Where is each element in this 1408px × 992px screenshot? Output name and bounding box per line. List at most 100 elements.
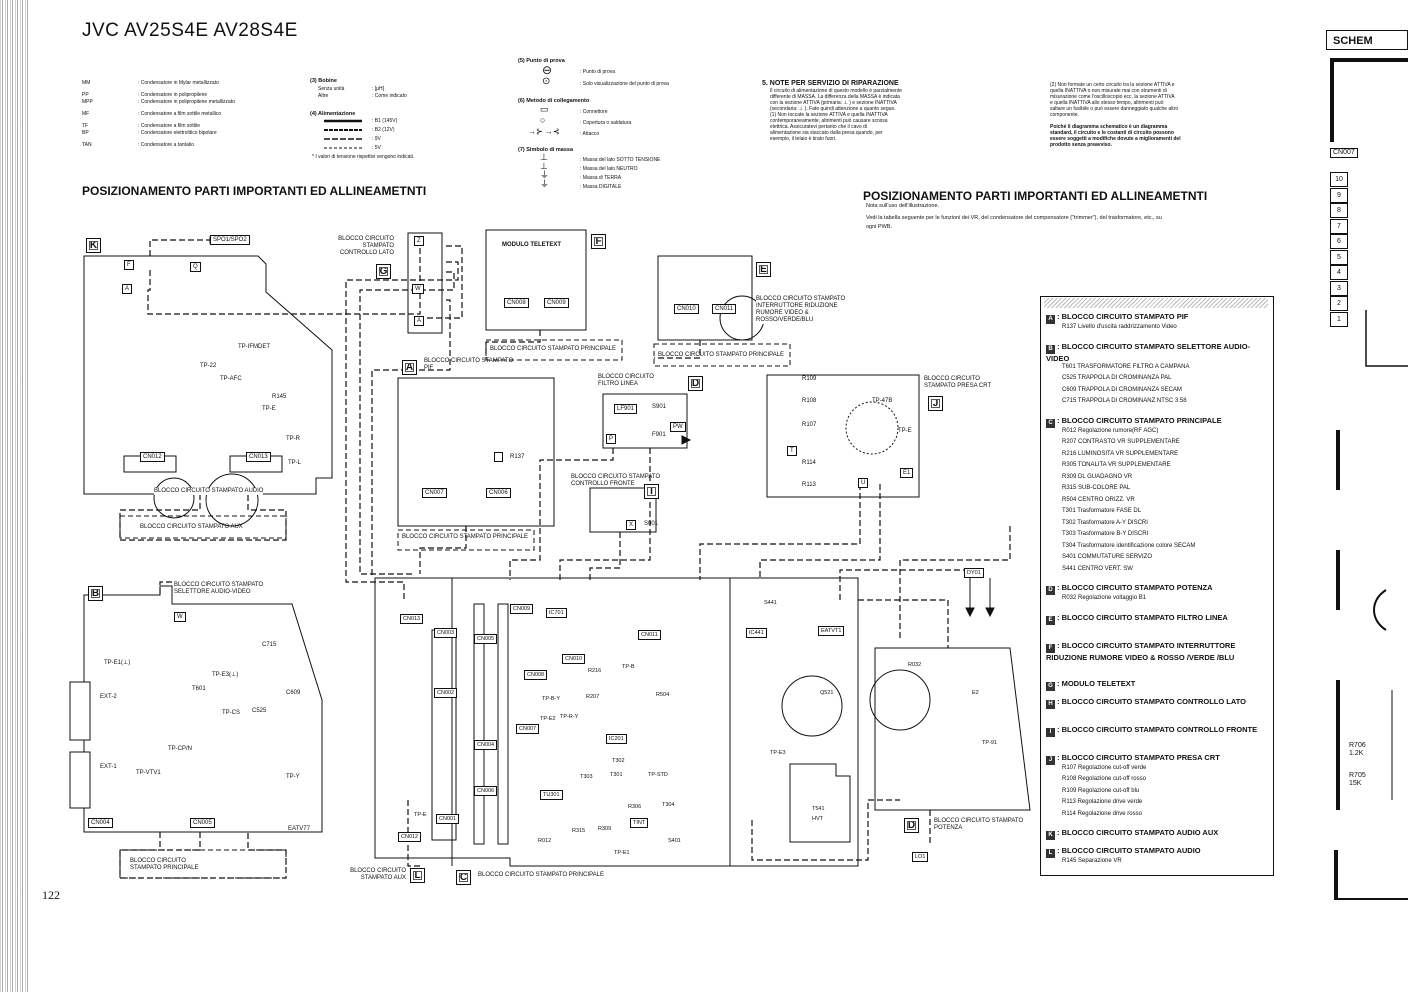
list-section-g: G: MODULO TELETEXT (1046, 679, 1266, 691)
board-a-icon: A (402, 360, 417, 375)
legend-desc: : Condensatore a tantalio (138, 142, 194, 148)
right-panel-lower (1334, 430, 1408, 900)
r705-value: 15K (1349, 780, 1362, 787)
main-part-lo1: LO1 (912, 852, 929, 862)
list-section-title: : BLOCCO CIRCUITO STAMPATO CONTROLLO FRO… (1057, 724, 1258, 734)
b-cn005: CN005 (190, 818, 215, 828)
cn007-pin-8: 8 (1330, 203, 1348, 218)
crt-r114: R114 (802, 460, 816, 466)
intro-l3: ogni PWB. (866, 224, 892, 230)
note2-line: (2) Non formate un certo circuito tra la… (1050, 82, 1175, 88)
note2-line: essere soggetti a modifiche dovute a mig… (1050, 136, 1181, 142)
b-tpe1: TP-E1(⊥) (104, 660, 131, 666)
b-tpe3: TP-E3(⊥) (212, 672, 239, 678)
legend-desc: : Condensatore a film sottile metallico (138, 111, 222, 117)
cn007-pin-10: 10 (1330, 172, 1348, 187)
list-section-h: H: BLOCCO CIRCUITO STAMPATO CONTROLLO LA… (1046, 697, 1266, 709)
fronte-label: BLOCCO CIRCUITO STAMPATO CONTROLLO FRONT… (571, 474, 661, 487)
list-section-e: E: BLOCCO CIRCUITO STAMPATO FILTRO LINEA (1046, 613, 1266, 625)
main-part-r306: R306 (628, 804, 642, 810)
r706-value: 1.2K (1349, 750, 1364, 757)
a-r137-box (494, 452, 504, 462)
punto-prova-b: : Solo visualizzazione del punto di prov… (580, 81, 669, 87)
board-i-icon: I (644, 484, 659, 499)
note-line: alimentazione sia staccato dalla presa q… (770, 130, 883, 136)
legend-code: MF (82, 111, 90, 117)
list-item: R109 Regolazione cut-off blu (1062, 787, 1140, 794)
k-tp-4: TP-E (262, 406, 276, 412)
punto-prova-title: (5) Punto di prova (518, 58, 565, 64)
tp-view-icon: ⊙ (542, 76, 551, 87)
crt-r109: R109 (802, 376, 817, 382)
list-item: R012 Regolazione rumore(RF AGC) (1062, 427, 1159, 434)
legend-code: MPP (82, 99, 93, 105)
adjustment-list (1040, 296, 1274, 876)
list-item: R114 Regolazione drive rosso (1062, 810, 1142, 817)
list-section-c: C: BLOCCO CIRCUITO STAMPATO PRINCIPALE (1046, 416, 1266, 428)
crt-tp47b: TP-47B (872, 398, 893, 404)
board-d2-icon: D (904, 818, 919, 833)
crt-tpe: TP-E (898, 428, 912, 434)
list-section-icon: L (1046, 849, 1055, 858)
a-label: BLOCCO CIRCUITO STAMPATO PIF (424, 358, 514, 371)
e-label: BLOCCO CIRCUITO STAMPATO INTERRUTTORE RI… (756, 296, 856, 324)
crt-pin-u: U (858, 478, 869, 488)
legend-code: BP (82, 130, 89, 136)
f-title: MODULO TELETEXT (502, 242, 561, 248)
list-section-title: : BLOCCO CIRCUITO STAMPATO PIF (1057, 312, 1189, 321)
fronte-pin-x: X (626, 520, 637, 530)
main-part-cn013: CN013 (400, 614, 424, 624)
massa-a: : Massa del lato SOTTO TENSIONE (580, 157, 661, 163)
potenza-label: BLOCCO CIRCUITO STAMPATO POTENZA (934, 818, 1024, 831)
b-eatv77: EATV77 (288, 826, 310, 832)
f-cn009: CN009 (544, 298, 569, 308)
b-pin-w: W (174, 612, 186, 622)
list-section-icon: K (1046, 831, 1055, 840)
page-title: JVC AV25S4E AV28S4E (82, 20, 298, 41)
b-tpy: TP-Y (286, 774, 300, 780)
schem-header: SCHEM (1326, 30, 1408, 50)
list-section-f: F: BLOCCO CIRCUITO STAMPATO INTERRUTTORE… (1046, 641, 1266, 663)
k-tp-6: TP-L (288, 460, 302, 466)
list-item: T601 TRASFORMATORE FILTRO A CAMPANA (1062, 363, 1190, 370)
note2-line: quella INATTIVA o non misurate mai con s… (1050, 88, 1167, 94)
attach-icon: →⊱ →⊰ (528, 127, 560, 136)
legend-code: MM (82, 80, 91, 86)
main-part-tp-e1: TP-E1 (614, 850, 630, 856)
board-d-icon: D (688, 376, 703, 391)
legend-code: PP (82, 92, 89, 98)
main-part-cn002: CN002 (434, 688, 458, 698)
board-l-icon: L (410, 868, 425, 883)
main-part-t302: T302 (612, 758, 625, 764)
main-part-s401: S401 (668, 838, 681, 844)
legend-desc: : Condensatore a film sottile (138, 123, 200, 129)
main-part-tp-e: TP-E (414, 812, 427, 818)
b-tpcs: TP-CS (222, 710, 240, 716)
note2-line: e quella INATTIVA allo stesso tempo, alt… (1050, 100, 1164, 106)
main-part-r012: R012 (538, 838, 552, 844)
main-part-r309: R309 (598, 826, 612, 832)
crt-label: BLOCCO CIRCUITO STAMPATO PRESA CRT (924, 376, 992, 389)
note-line: Il circuito di alimentazione di questo m… (770, 88, 903, 94)
fronte-s001: S001 (644, 521, 659, 527)
list-item: C715 TRAPPOLA DI CROMINANZ NTSC 3.58 (1062, 398, 1187, 404)
list-item: T302 Trasformatore A-Y DISCRI (1062, 519, 1148, 526)
k-tp-3: R145 (272, 394, 287, 400)
list-item: C525 TRAPPOLA DI CROMINANZA PAL (1062, 375, 1172, 381)
cn007-pin-3: 3 (1330, 280, 1348, 296)
list-section-title: : MODULO TELETEXT (1057, 678, 1136, 688)
filtro-lf901: LF901 (614, 404, 638, 414)
crt-r107: R107 (802, 422, 817, 428)
board-e-icon: E (756, 262, 771, 277)
metodo-title: (6) Metodo di collegamento (518, 98, 590, 104)
main-part-t541: T541 (812, 806, 825, 812)
list-item: T304 Trasformatore identificazione color… (1062, 542, 1196, 549)
main-part-r032: R032 (908, 662, 922, 668)
list-section-title: : BLOCCO CIRCUITO STAMPATO SELETTORE AUD… (1046, 341, 1251, 363)
right-cn007: CN007 (1330, 148, 1358, 158)
board-k-icon: K (86, 238, 101, 253)
board-f-icon: F (591, 234, 606, 249)
main-part-tp-91: TP-91 (982, 740, 997, 746)
cn007-pin-9: 9 (1330, 187, 1348, 203)
alim-note: * I valori di tensione rispettivi vengon… (312, 154, 415, 160)
